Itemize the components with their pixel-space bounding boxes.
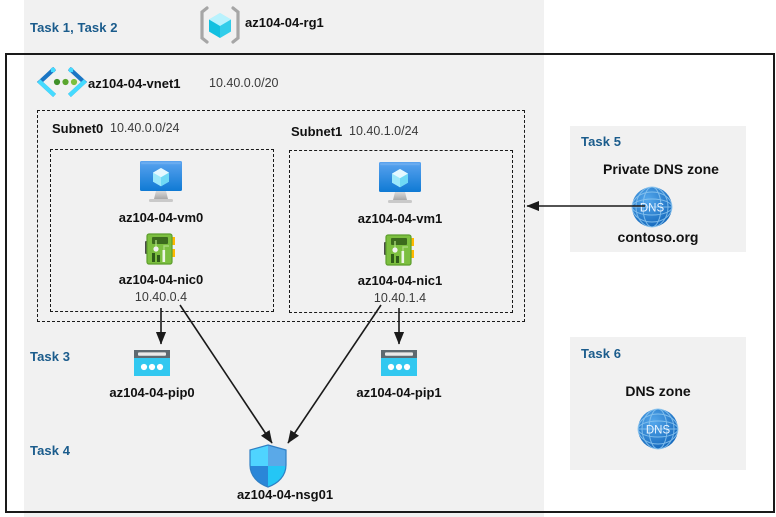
private-dns-name: contoso.org bbox=[617, 229, 699, 245]
nic1-name: az104-04-nic1 bbox=[357, 273, 443, 288]
private-dns-heading: Private DNS zone bbox=[603, 161, 719, 177]
vm0-name: az104-04-vm0 bbox=[118, 210, 204, 225]
dns-zone-icon: DNS bbox=[629, 184, 675, 230]
dns-zone-icon: DNS bbox=[635, 406, 681, 452]
vnet-boundary bbox=[37, 110, 525, 322]
lab-outer-border bbox=[5, 53, 775, 513]
virtual-network-icon bbox=[36, 67, 88, 97]
public-ip-icon bbox=[378, 348, 420, 382]
nic1-ip: 10.40.1.4 bbox=[373, 291, 427, 305]
subnet0-cidr: 10.40.0.0/24 bbox=[110, 121, 180, 135]
public-ip-icon bbox=[131, 348, 173, 382]
network-interface-icon bbox=[139, 229, 183, 269]
virtual-machine-icon bbox=[375, 159, 425, 207]
public-ip-panel bbox=[24, 339, 544, 416]
vm1-name: az104-04-vm1 bbox=[357, 211, 443, 226]
subnet1-label: Subnet1 bbox=[291, 124, 343, 139]
svg-text:DNS: DNS bbox=[640, 203, 665, 215]
task-label-public-ip: Task 3 bbox=[30, 349, 71, 364]
pip1-name: az104-04-pip1 bbox=[356, 385, 442, 400]
task-label-private-dns: Task 5 bbox=[581, 134, 622, 149]
network-security-group-icon bbox=[246, 443, 290, 489]
vnet-name: az104-04-vnet1 bbox=[88, 76, 181, 91]
svg-text:DNS: DNS bbox=[646, 425, 671, 437]
task-label-dns-zone: Task 6 bbox=[581, 346, 622, 361]
dns-zone-heading: DNS zone bbox=[625, 383, 691, 399]
subnet0-boundary bbox=[50, 149, 274, 312]
nic0-ip: 10.40.0.4 bbox=[134, 290, 188, 304]
nic0-name: az104-04-nic0 bbox=[118, 272, 204, 287]
task-label-nsg: Task 4 bbox=[30, 443, 71, 458]
resource-group-icon bbox=[199, 5, 241, 45]
resource-group-name: az104-04-rg1 bbox=[245, 15, 324, 30]
subnet1-boundary bbox=[289, 150, 513, 313]
network-interface-icon bbox=[378, 230, 422, 270]
pip0-name: az104-04-pip0 bbox=[109, 385, 195, 400]
nsg-name: az104-04-nsg01 bbox=[236, 487, 334, 502]
subnet1-cidr: 10.40.1.0/24 bbox=[349, 124, 419, 138]
subnet0-label: Subnet0 bbox=[52, 121, 104, 136]
task-label-resource-group: Task 1, Task 2 bbox=[30, 20, 118, 35]
virtual-machine-icon bbox=[136, 158, 186, 206]
vnet-address-space: 10.40.0.0/20 bbox=[209, 76, 279, 90]
